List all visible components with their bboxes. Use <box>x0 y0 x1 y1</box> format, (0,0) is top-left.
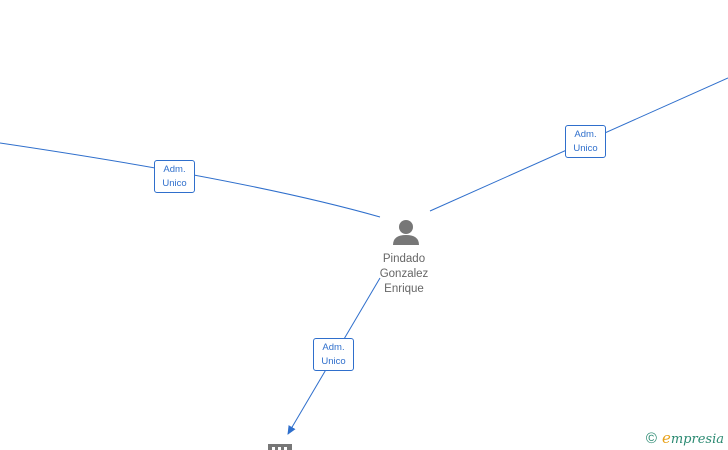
edge-left-line <box>0 142 381 218</box>
edge-label-bottom-line1: Adm. <box>322 342 345 353</box>
edge-label-left-line1: Adm. <box>163 164 186 175</box>
edge-label-left[interactable]: Adm. Unico <box>154 160 195 193</box>
person-name[interactable]: Pindado Gonzalez Enrique <box>359 252 449 297</box>
company-icon[interactable] <box>268 444 292 450</box>
copyright-notice: ©empresia <box>646 429 724 447</box>
copyright-symbol: © <box>645 430 657 447</box>
edge-label-right-line1: Adm. <box>574 129 597 140</box>
person-name-line-3: Enrique <box>384 283 424 295</box>
edge-label-bottom[interactable]: Adm. Unico <box>313 338 354 371</box>
brand-name: mpresia <box>670 432 724 447</box>
person-name-line-1: Pindado <box>382 253 426 265</box>
brand-initial: e <box>661 429 671 447</box>
edge-label-bottom-line2: Unico <box>321 356 346 367</box>
edge-label-left-line2: Unico <box>162 178 187 189</box>
person-name-line-2: Gonzalez <box>379 268 429 280</box>
edge-label-right[interactable]: Adm. Unico <box>565 125 606 158</box>
person-icon[interactable] <box>393 220 419 245</box>
edge-label-right-line2: Unico <box>573 143 598 154</box>
